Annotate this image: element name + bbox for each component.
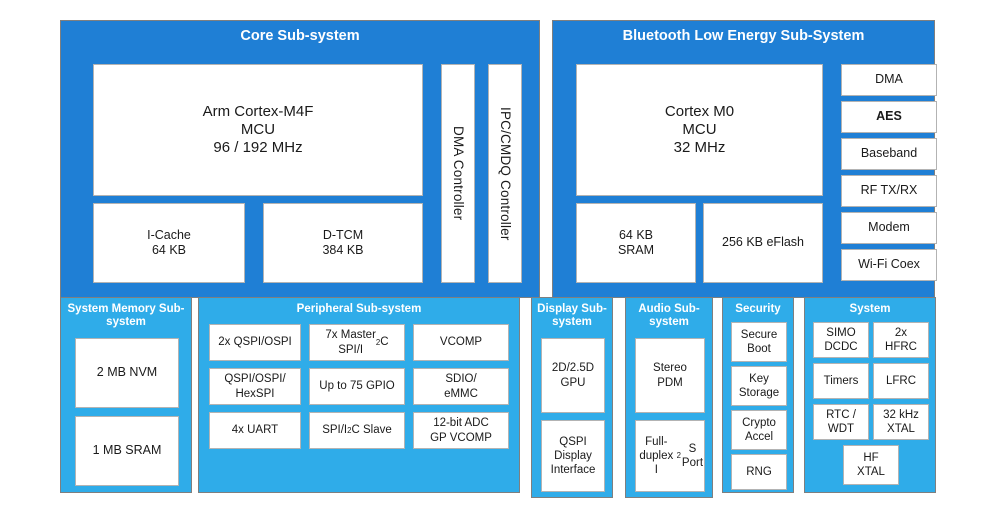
block-ble-baseband: Baseband [841, 138, 937, 170]
block-ble-dma: DMA [841, 64, 937, 96]
block-uart-4x: 4x UART [209, 412, 301, 449]
block-2d-2-5d-gpu: 2D/2.5D GPU [541, 338, 605, 413]
block-2x-hfrc: 2x HFRC [873, 322, 929, 358]
block-key-storage: Key Storage [731, 366, 787, 406]
panel-system: System SIMO DCDC 2x HFRC Timers LFRC RTC… [804, 297, 936, 493]
panel-security: Security Secure Boot Key Storage Crypto … [722, 297, 794, 493]
ble-subsystem-title: Bluetooth Low Energy Sub-System [622, 28, 865, 44]
block-qspi-ospi-hexspi: QSPI/OSPI/HexSPI [209, 368, 301, 405]
block-2mb-nvm: 2 MB NVM [75, 338, 179, 408]
block-qspi-display-interface: QSPI Display Interface [541, 420, 605, 492]
block-simo-dcdc: SIMO DCDC [813, 322, 869, 358]
block-rng: RNG [731, 454, 787, 490]
block-gpio: Up to 75 GPIO [309, 368, 405, 405]
audio-subsystem-title: Audio Sub-system [638, 303, 700, 328]
block-lfrc: LFRC [873, 363, 929, 399]
block-1mb-sram: 1 MB SRAM [75, 416, 179, 486]
block-qspi-ospi-2x: 2x QSPI/OSPI [209, 324, 301, 361]
block-ipc-cmdq-controller: IPC/CMDQ Controller [488, 64, 522, 283]
peripheral-subsystem-title: Peripheral Sub-system [296, 303, 422, 315]
block-ble-modem: Modem [841, 212, 937, 244]
block-32khz-xtal: 32 kHz XTAL [873, 404, 929, 440]
display-subsystem-title: Display Sub-system [537, 303, 607, 328]
core-subsystem-title: Core Sub-system [240, 28, 360, 44]
block-sdio-emmc: SDIO/eMMC [413, 368, 509, 405]
block-hf-xtal: HF XTAL [843, 445, 899, 485]
panel-core-subsystem: Core Sub-system Arm Cortex-M4F MCU 96 / … [60, 20, 540, 298]
panel-display-subsystem: Display Sub-system 2D/2.5D GPU QSPI Disp… [531, 297, 613, 498]
panel-peripheral-subsystem: Peripheral Sub-system 2x QSPI/OSPI 7x Ma… [198, 297, 520, 493]
system-memory-subsystem-title: System Memory Sub-system [67, 303, 185, 328]
panel-system-memory-subsystem: System Memory Sub-system 2 MB NVM 1 MB S… [60, 297, 192, 493]
block-crypto-accel: Crypto Accel [731, 410, 787, 450]
block-ble-rf-tx-rx: RF TX/RX [841, 175, 937, 207]
block-ble-wifi-coex: Wi-Fi Coex [841, 249, 937, 281]
block-rtc-wdt: RTC / WDT [813, 404, 869, 440]
block-ble-eflash: 256 KB eFlash [703, 203, 823, 283]
block-dma-controller: DMA Controller [441, 64, 475, 283]
block-ble-aes: AES [841, 101, 937, 133]
block-d-tcm: D-TCM 384 KB [263, 203, 423, 283]
panel-ble-subsystem: Bluetooth Low Energy Sub-System Cortex M… [552, 20, 937, 298]
block-timers: Timers [813, 363, 869, 399]
block-arm-cortex-m4f: Arm Cortex-M4F MCU 96 / 192 MHz [93, 64, 423, 196]
system-title: System [849, 303, 891, 315]
block-cortex-m0: Cortex M0 MCU 32 MHz [576, 64, 823, 196]
block-ble-sram: 64 KB SRAM [576, 203, 696, 283]
block-i-cache: I-Cache 64 KB [93, 203, 245, 283]
block-secure-boot: Secure Boot [731, 322, 787, 362]
security-title: Security [735, 303, 781, 315]
block-vcomp: VCOMP [413, 324, 509, 361]
